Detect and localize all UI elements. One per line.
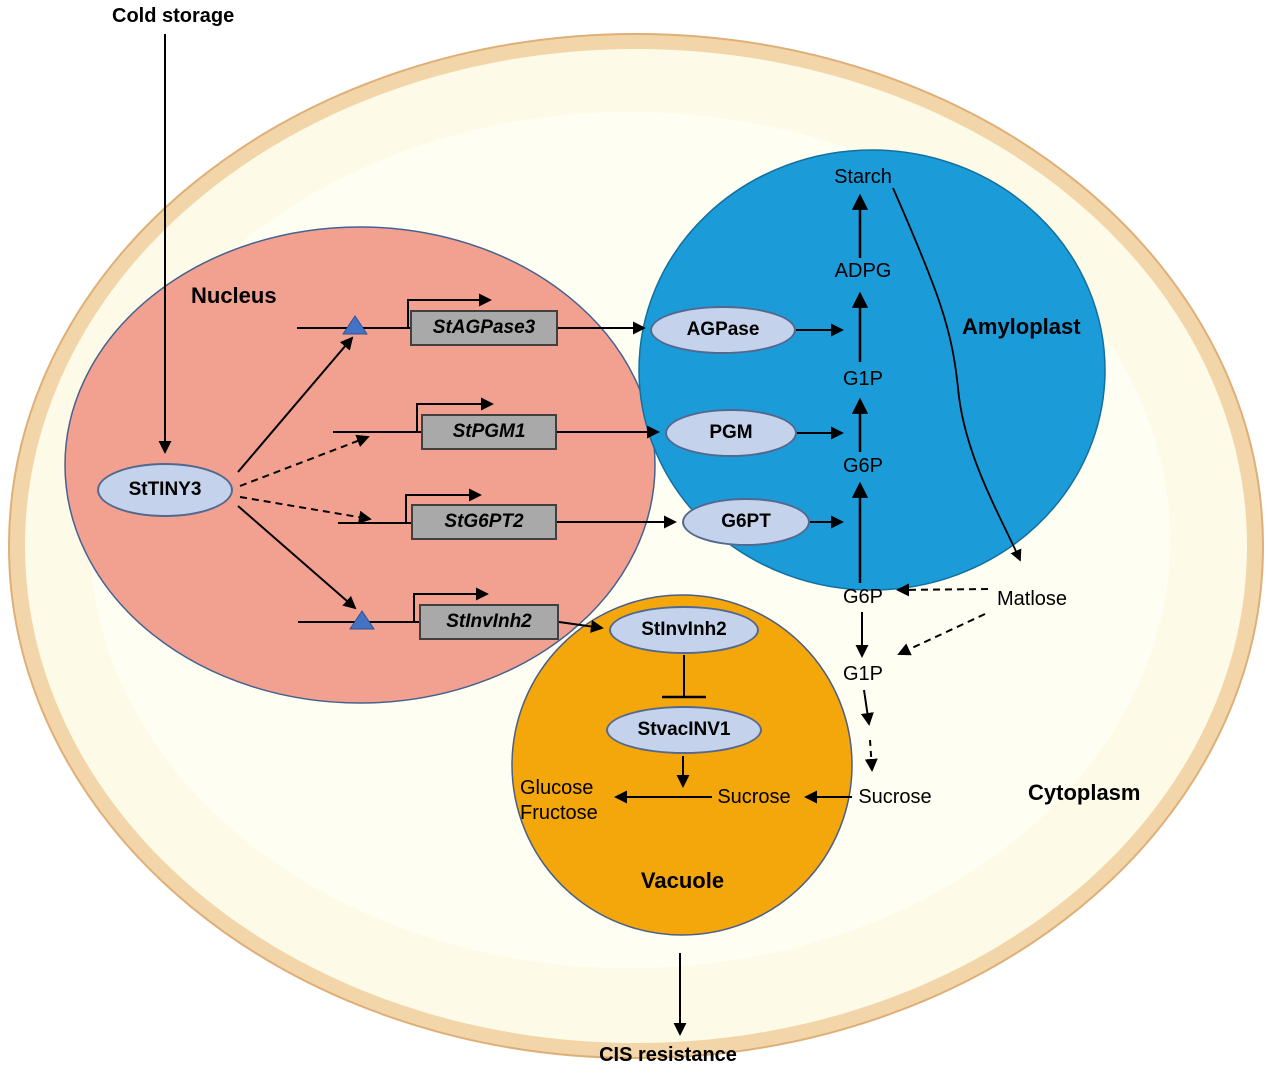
g6p-amyloplast-label: G6P bbox=[842, 455, 884, 477]
fructose-label: Fructose bbox=[520, 802, 598, 824]
gene-box-stagpase3: StAGPase3 bbox=[410, 310, 558, 346]
cytoplasm-label: Cytoplasm bbox=[1028, 780, 1141, 805]
arrow-stinvinh2-gene-to-protein bbox=[558, 620, 604, 633]
sttiny3-ellipse: StTINY3 bbox=[97, 463, 233, 517]
vacuole-label: Vacuole bbox=[640, 868, 725, 893]
matlose-label: Matlose bbox=[996, 588, 1068, 610]
tss-arrow-stg6pt2 bbox=[405, 488, 482, 523]
tss-arrow-stinvinh2 bbox=[413, 587, 489, 622]
g1p-cytoplasm-label: G1P bbox=[842, 663, 884, 685]
amyloplast-label: Amyloplast bbox=[962, 314, 1081, 339]
nucleus-label: Nucleus bbox=[191, 283, 277, 308]
arrow-sttiny3-to-stinvinh2 bbox=[237, 505, 357, 610]
tss-arrow-stpgm1 bbox=[416, 397, 494, 432]
gene-box-stpgm1: StPGM1 bbox=[421, 414, 557, 450]
g1p-amyloplast-label: G1P bbox=[842, 368, 884, 390]
sucrose-vacuole-label: Sucrose bbox=[717, 786, 791, 808]
cis-element-triangle-stagpase3 bbox=[342, 315, 368, 335]
arrow-sttiny3-to-stagpase3 bbox=[237, 336, 354, 473]
gene-box-stinvinh2: StInvInh2 bbox=[419, 604, 559, 640]
tss-arrow-stagpase3 bbox=[407, 293, 492, 328]
cis-element-triangle-stinvinh2 bbox=[349, 610, 375, 630]
g6p-cytoplasm-label: G6P bbox=[842, 586, 884, 608]
sucrose-cytoplasm-label: Sucrose bbox=[858, 786, 932, 808]
gene-box-stg6pt2: StG6PT2 bbox=[411, 504, 557, 540]
starch-label: Starch bbox=[834, 166, 892, 188]
arrow-sttiny3-to-stpgm1-dashed bbox=[239, 434, 370, 487]
nucleus-circle bbox=[64, 226, 656, 704]
arrow-g1p-toward-sucrose-dashed bbox=[864, 739, 878, 772]
stinvinh2-protein-ellipse: StInvInh2 bbox=[609, 606, 759, 654]
arrow-matlose-to-g6p-dashed bbox=[896, 583, 989, 597]
cis-resistance-label: CIS resistance bbox=[599, 1044, 737, 1066]
arrow-g1p-toward-sucrose bbox=[860, 689, 874, 726]
amyloplast-circle bbox=[638, 149, 1106, 591]
arrow-matlose-to-g1p-dashed bbox=[897, 613, 986, 656]
agpase-ellipse: AGPase bbox=[650, 306, 796, 354]
g6pt-ellipse: G6PT bbox=[682, 498, 810, 546]
pgm-ellipse: PGM bbox=[665, 409, 797, 457]
arrow-starch-degradation-to-matlose bbox=[892, 187, 1022, 562]
stvacinv1-ellipse: StvacINV1 bbox=[606, 706, 762, 754]
adpg-label: ADPG bbox=[834, 260, 892, 282]
glucose-label: Glucose bbox=[520, 777, 594, 799]
cold-storage-label: Cold storage bbox=[112, 5, 235, 27]
arrow-sttiny3-to-stg6pt2-dashed bbox=[239, 496, 372, 524]
